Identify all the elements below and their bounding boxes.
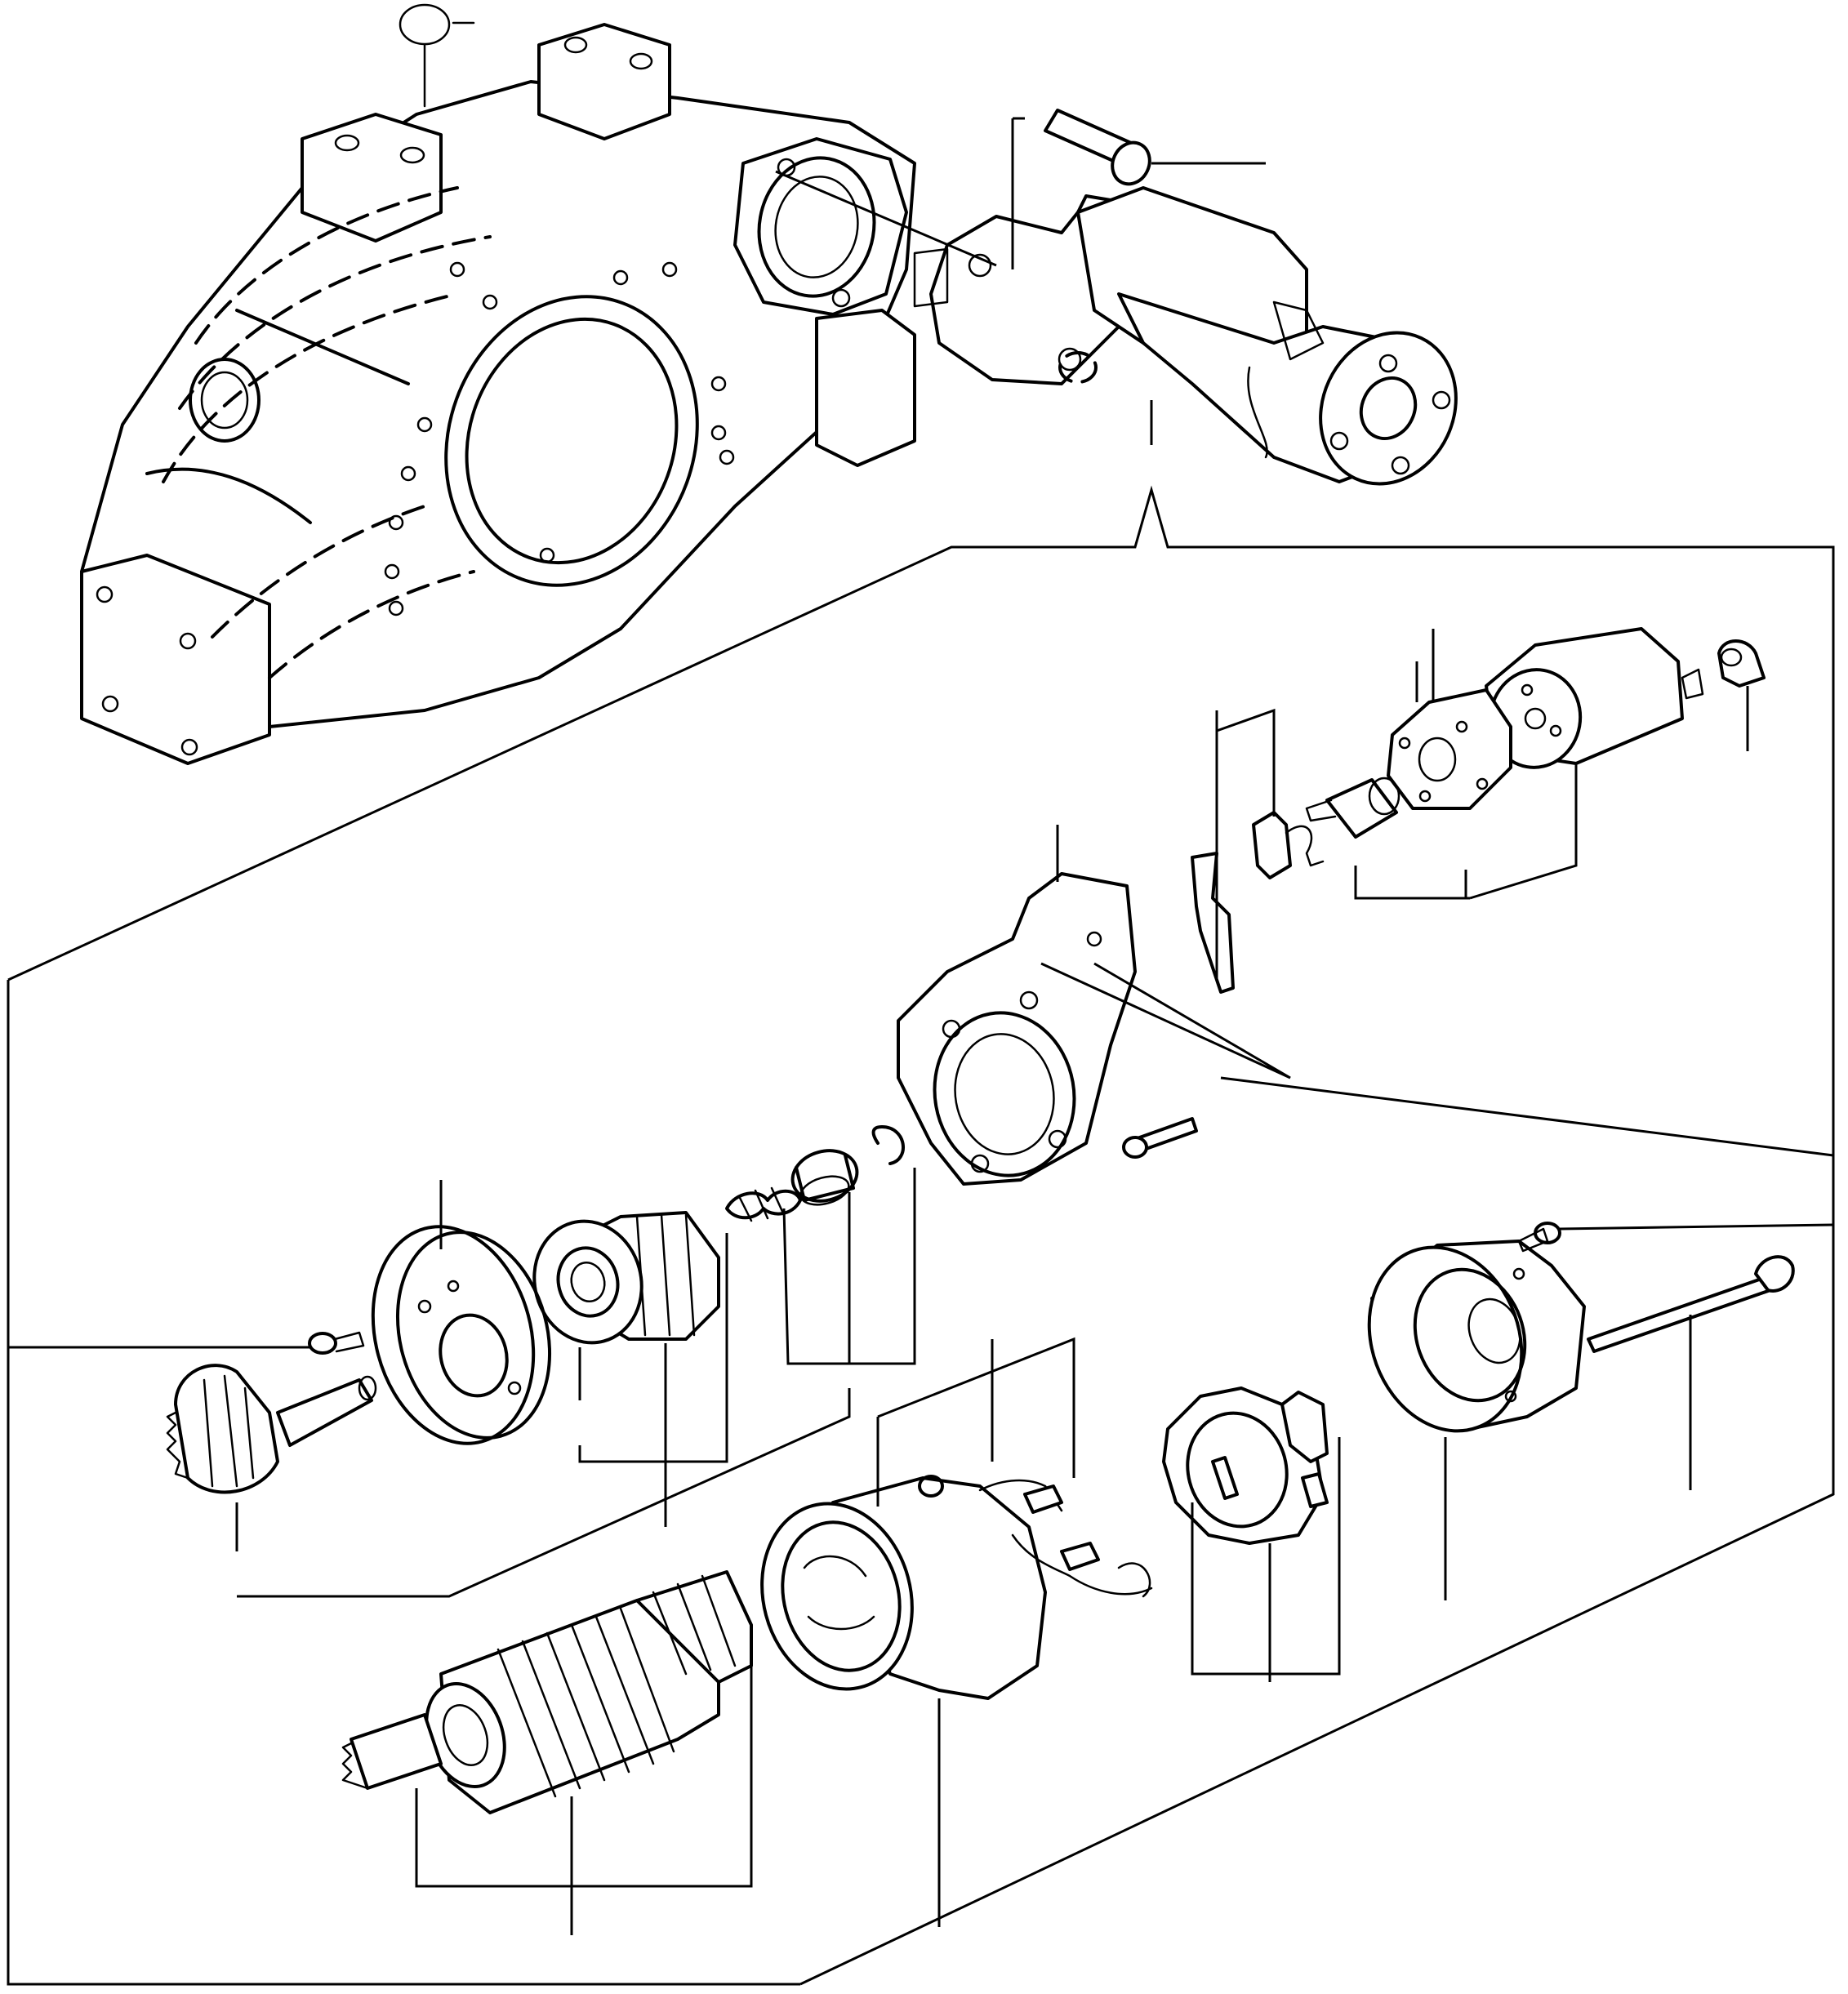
- leader-lines-right: [1191, 1223, 1834, 1682]
- screw: [1122, 1117, 1198, 1159]
- spring: [725, 1186, 802, 1222]
- leader-lines-lower-left: [8, 1168, 916, 1598]
- flywheel-housing: [80, 23, 916, 765]
- lever-spring: [1252, 811, 1325, 879]
- gear-cover-plate: [371, 1225, 552, 1445]
- leader-lines-top: [775, 117, 1266, 445]
- planetary-gear-shaft: [166, 1364, 377, 1494]
- starter-motor-assembly: [913, 186, 1458, 486]
- terminal-cap: [1717, 639, 1766, 688]
- brush-holder: [1162, 1386, 1329, 1545]
- through-bolt: [1587, 1255, 1795, 1353]
- end-frame: [1367, 1240, 1586, 1433]
- field-frame-yoke: [760, 1475, 1153, 1700]
- end-frame-screw: [1517, 1222, 1561, 1253]
- solenoid: [1387, 627, 1704, 810]
- armature: [341, 1570, 753, 1814]
- leader-lines-lower: [415, 1337, 1075, 1935]
- drive-housing: [897, 872, 1137, 1186]
- stop-collar: [790, 1149, 859, 1206]
- snap-ring: [871, 1125, 905, 1165]
- reference-callout: [399, 3, 475, 108]
- section-boundary: [7, 485, 1835, 1986]
- pinion-clutch: [532, 1211, 720, 1345]
- shift-lever: [1191, 852, 1235, 994]
- small-bolt: [308, 1331, 365, 1355]
- mounting-bolt: [1044, 109, 1151, 186]
- plunger: [1305, 777, 1400, 839]
- leader-lines-middle: [1040, 629, 1834, 1157]
